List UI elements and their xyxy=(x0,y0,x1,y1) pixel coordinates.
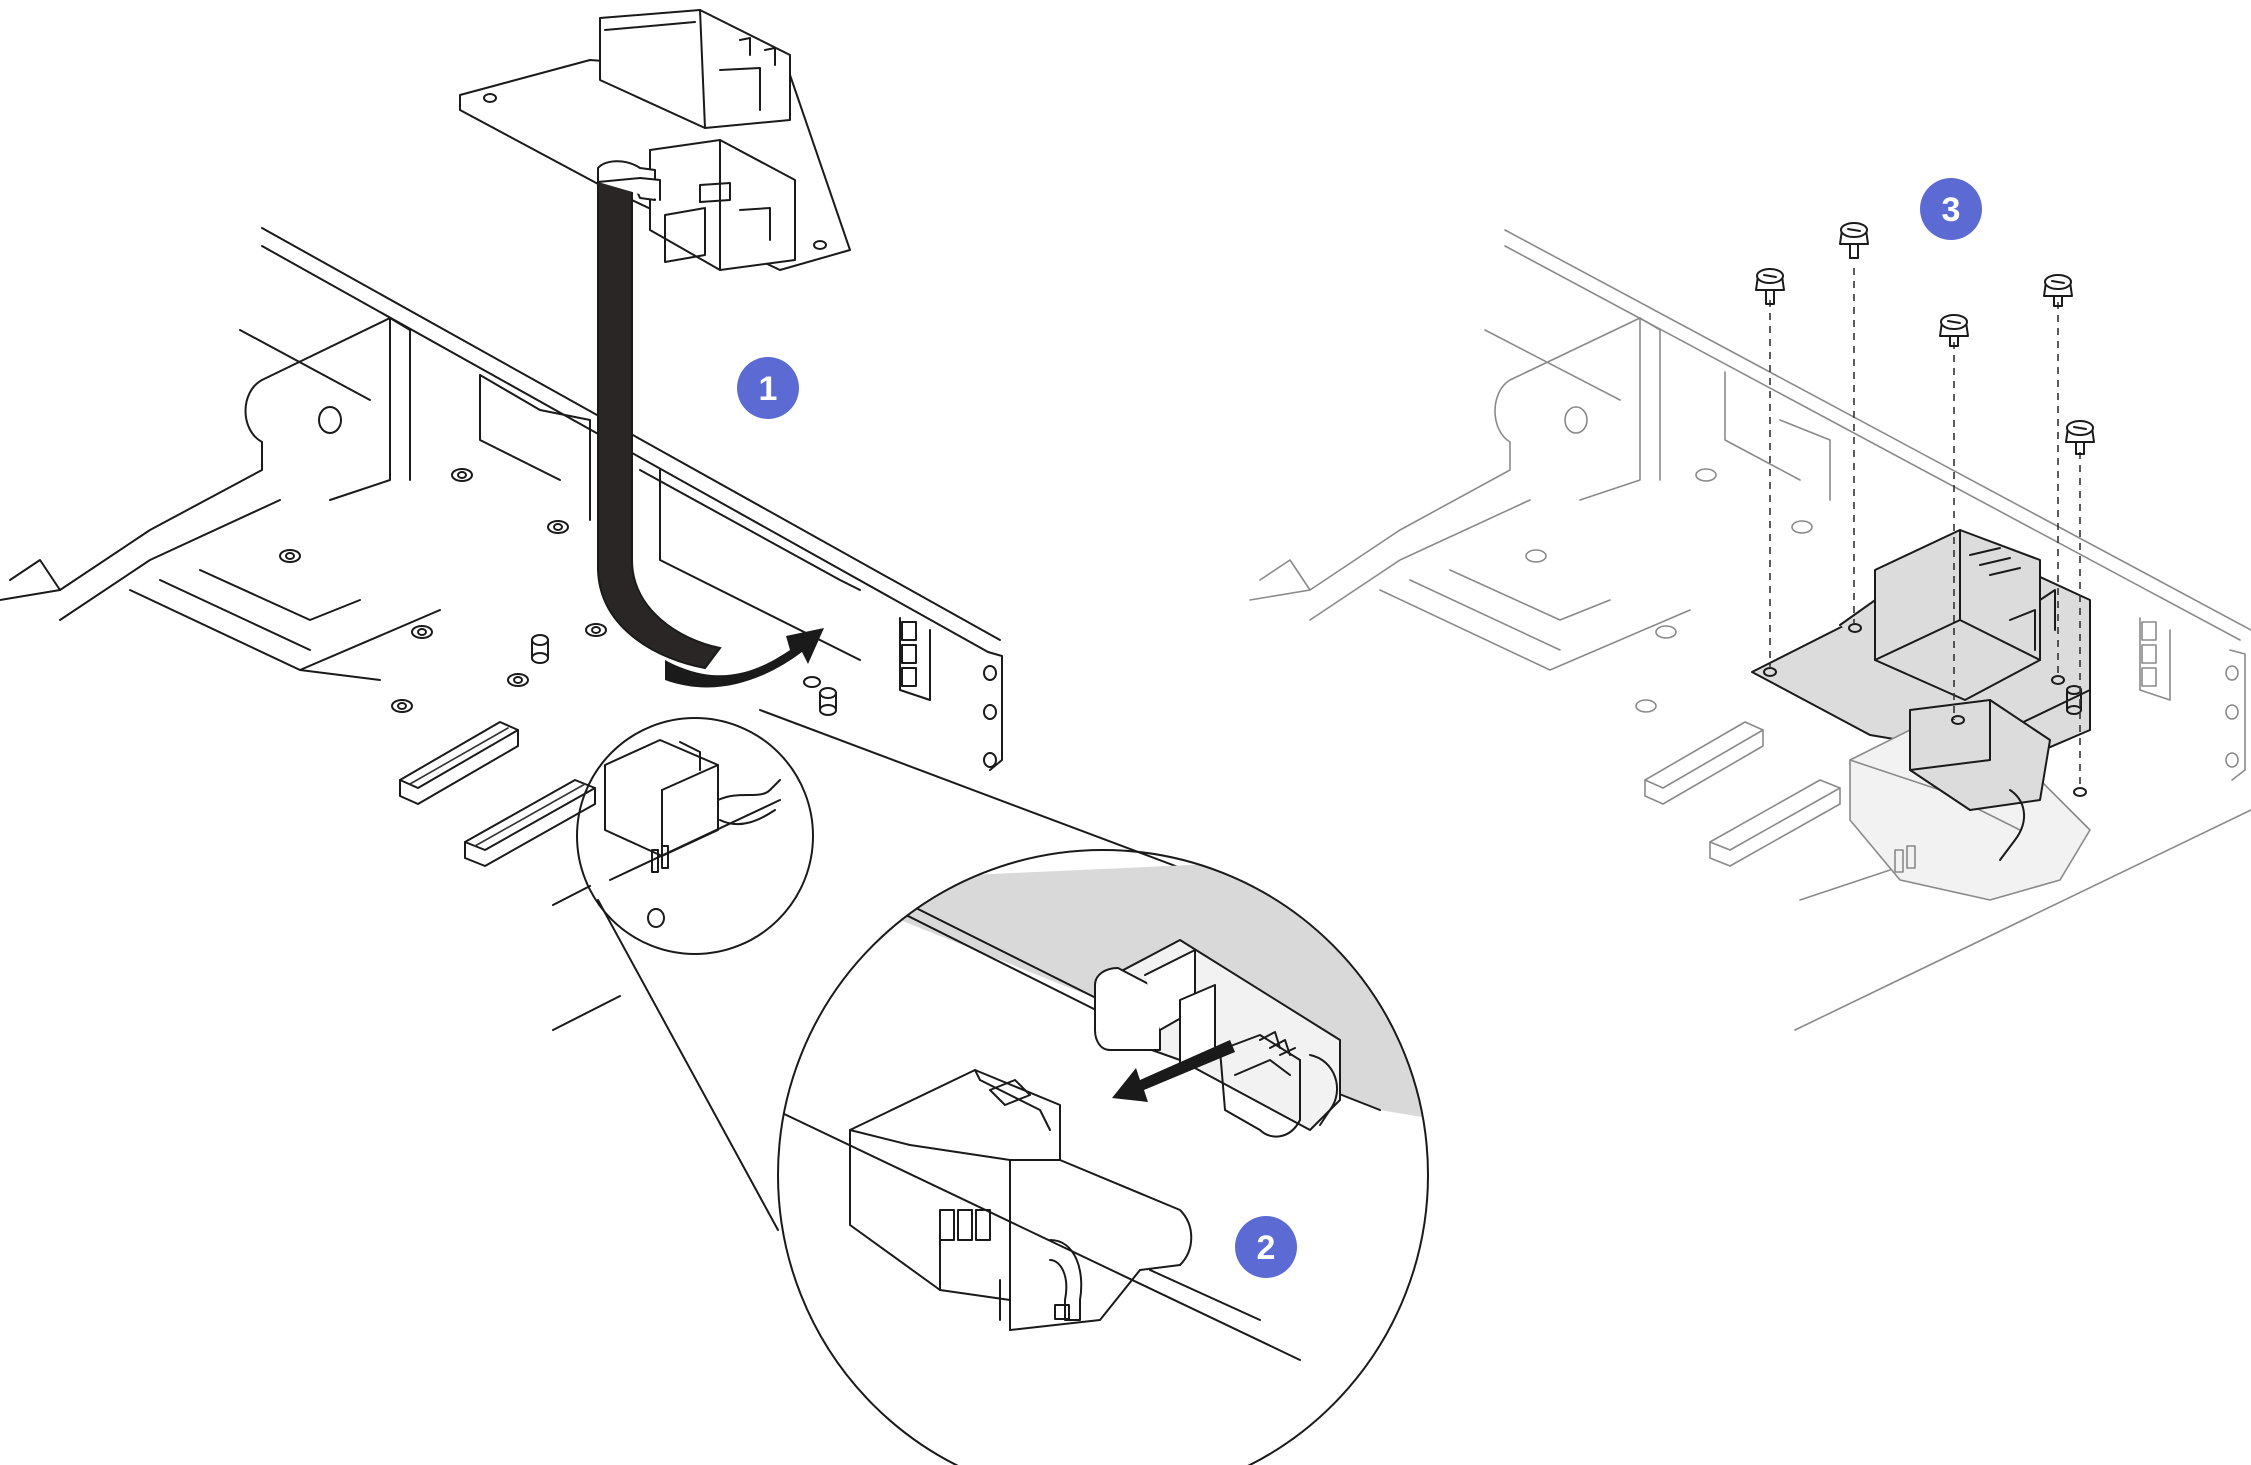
screw xyxy=(2043,274,2073,307)
svg-text:2: 2 xyxy=(1257,1229,1276,1267)
lifted-board-assembly xyxy=(459,9,851,688)
right-chassis-tray xyxy=(1249,229,2251,1031)
step-callout-1: 1 xyxy=(737,357,799,419)
standoff xyxy=(585,623,607,637)
standoff xyxy=(451,468,473,482)
standoff xyxy=(411,625,433,639)
standoff-tall xyxy=(819,687,837,716)
svg-text:3: 3 xyxy=(1942,191,1961,229)
ribbon-cable xyxy=(597,170,722,670)
zoom-detail-circle xyxy=(777,849,1429,1465)
screw xyxy=(1755,268,1785,305)
screw-guide-lines xyxy=(1769,268,2081,788)
step-callout-2: 2 xyxy=(1235,1216,1297,1278)
screw xyxy=(1939,314,1969,347)
pcie-slot xyxy=(399,721,519,805)
svg-text:1: 1 xyxy=(759,370,778,408)
standoff-tall xyxy=(803,676,821,688)
standoff xyxy=(547,520,569,534)
screw xyxy=(2065,420,2095,455)
pull-arrow xyxy=(1112,1040,1235,1102)
zoom-source-circle xyxy=(576,709,1203,1231)
standoff xyxy=(391,699,413,713)
standoff xyxy=(507,673,529,687)
screw xyxy=(1839,222,1869,259)
standoff xyxy=(279,549,301,563)
left-chassis-tray xyxy=(0,227,1003,1031)
step-callout-3: 3 xyxy=(1920,178,1982,240)
curved-arrow xyxy=(665,628,824,688)
pcie-slot xyxy=(464,779,596,867)
standoff-tall xyxy=(531,634,549,664)
installed-board xyxy=(1751,529,2091,901)
